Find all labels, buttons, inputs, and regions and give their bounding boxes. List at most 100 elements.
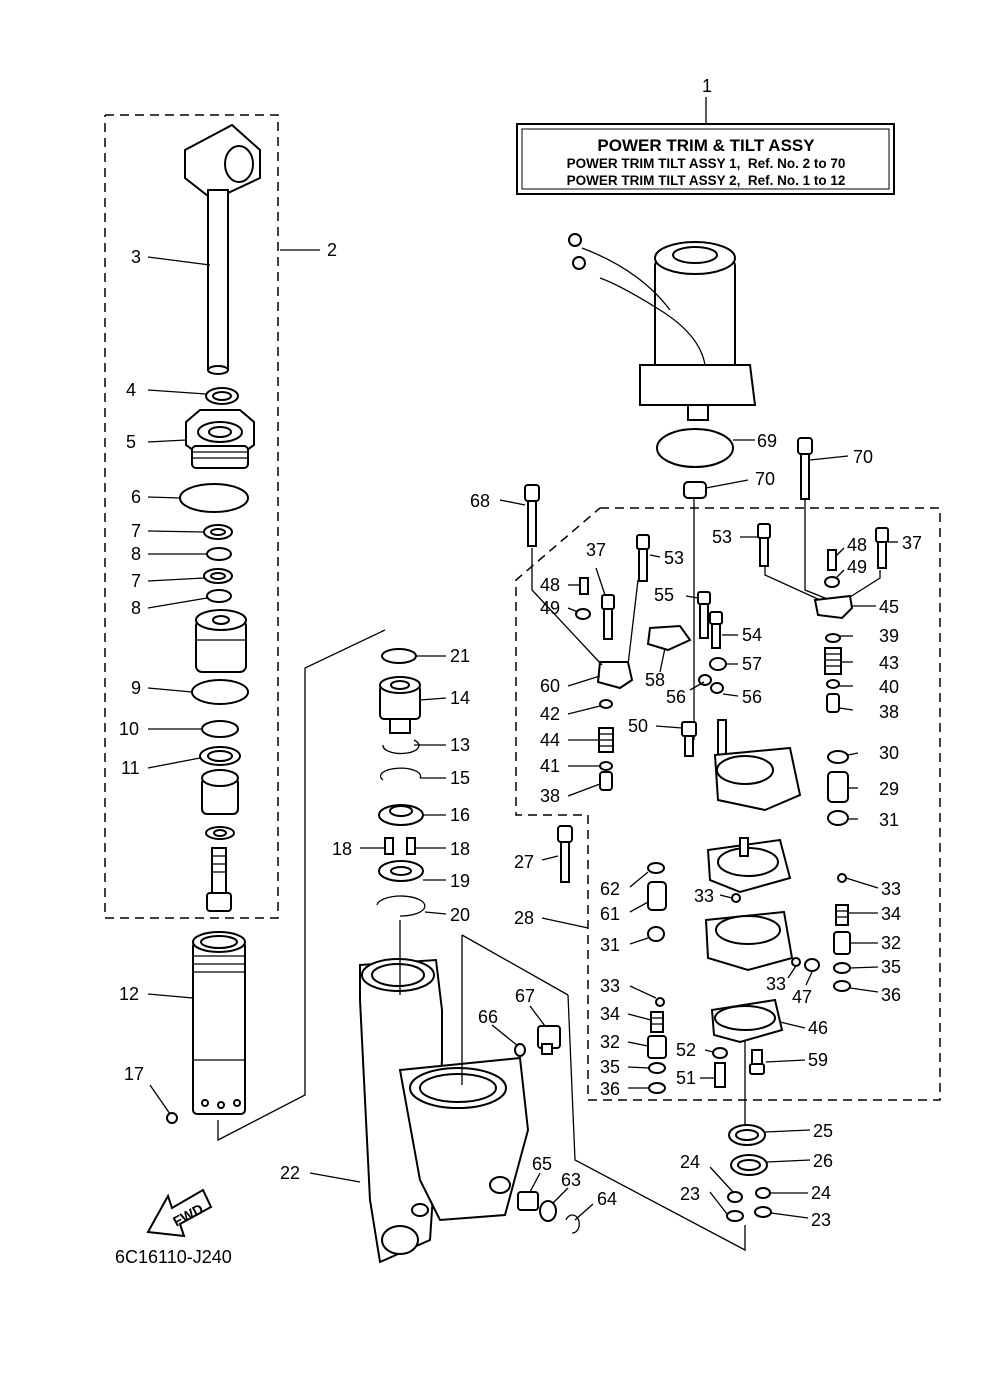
callout: 33 <box>766 974 786 994</box>
callout: 38 <box>879 702 899 722</box>
callout: 16 <box>450 805 470 825</box>
callout: 35 <box>881 957 901 977</box>
callout: 32 <box>881 933 901 953</box>
callout: 7 <box>131 571 141 591</box>
callout: 51 <box>676 1068 696 1088</box>
callout: 52 <box>676 1040 696 1060</box>
callout: 53 <box>712 527 732 547</box>
callout: 43 <box>879 653 899 673</box>
callout: 18 <box>450 839 470 859</box>
callout: 22 <box>280 1163 300 1183</box>
callout: 24 <box>811 1183 831 1203</box>
callout: 28 <box>514 908 534 928</box>
callout: 36 <box>600 1079 620 1099</box>
callout: 36 <box>881 985 901 1005</box>
callout: 64 <box>597 1189 617 1209</box>
callout: 70 <box>755 469 775 489</box>
callout: 48 <box>540 575 560 595</box>
callout: 1 <box>702 76 712 96</box>
callout: 32 <box>600 1032 620 1052</box>
callout: 46 <box>808 1018 828 1038</box>
title-line-2: POWER TRIM TILT ASSY 2, Ref. No. 1 to 12 <box>567 173 846 188</box>
callout: 31 <box>600 935 620 955</box>
callout: 12 <box>119 984 139 1004</box>
callout: 33 <box>600 976 620 996</box>
callout: 35 <box>600 1057 620 1077</box>
callout: 70 <box>853 447 873 467</box>
callout: 49 <box>540 598 560 618</box>
leader-lines <box>147 249 898 1221</box>
callout: 67 <box>515 986 535 1006</box>
callout: 37 <box>586 540 606 560</box>
tilt-cylinder-assy-boundary <box>104 114 279 919</box>
callout: 63 <box>561 1170 581 1190</box>
callout: 66 <box>478 1007 498 1027</box>
callout: 34 <box>881 904 901 924</box>
motor-assembly <box>524 233 831 740</box>
callout: 44 <box>540 730 560 750</box>
callout: 18 <box>332 839 352 859</box>
callout: 10 <box>119 719 139 739</box>
callout: 8 <box>131 598 141 618</box>
callout: 2 <box>327 240 337 260</box>
callout: 54 <box>742 625 762 645</box>
center-parts <box>359 648 580 1264</box>
callout: 49 <box>847 557 867 577</box>
callout: 6 <box>131 487 141 507</box>
fwd-arrow: FWD <box>146 1188 213 1238</box>
callout: 23 <box>680 1184 700 1204</box>
callout: 3 <box>131 247 141 267</box>
assembly-boundaries <box>104 114 941 1101</box>
callout: 47 <box>792 987 812 1007</box>
tilt-rod-assembly <box>166 123 386 1142</box>
callout: 21 <box>450 646 470 666</box>
callout: 48 <box>847 535 867 555</box>
callout: 7 <box>131 521 141 541</box>
callout: 14 <box>450 688 470 708</box>
callout: 17 <box>124 1064 144 1084</box>
callout: 20 <box>450 905 470 925</box>
callout: 45 <box>879 597 899 617</box>
title-heading: POWER TRIM & TILT ASSY <box>597 136 815 155</box>
callout: 13 <box>450 735 470 755</box>
callout-labels: 1 2 3 4 5 6 7 8 7 8 9 10 11 12 17 21 14 … <box>119 76 922 1230</box>
callout: 38 <box>540 786 560 806</box>
callout: 39 <box>879 626 899 646</box>
valve-assy-boundary <box>515 507 941 1101</box>
callout: 59 <box>808 1050 828 1070</box>
drawing-code: 6C16110-J240 <box>115 1247 232 1267</box>
callout: 8 <box>131 544 141 564</box>
callout: 30 <box>879 743 899 763</box>
callout: 15 <box>450 768 470 788</box>
callout: 23 <box>811 1210 831 1230</box>
callout: 55 <box>654 585 674 605</box>
callout: 69 <box>757 431 777 451</box>
callout: 4 <box>126 380 136 400</box>
callout: 60 <box>540 676 560 696</box>
callout: 33 <box>881 879 901 899</box>
callout: 11 <box>121 758 140 778</box>
callout: 56 <box>666 687 686 707</box>
valve-internals <box>531 523 889 1252</box>
callout: 26 <box>813 1151 833 1171</box>
callout: 61 <box>600 904 620 924</box>
callout: 65 <box>532 1154 552 1174</box>
callout: 56 <box>742 687 762 707</box>
callout: 53 <box>664 548 684 568</box>
title-line-1: POWER TRIM TILT ASSY 1, Ref. No. 2 to 70 <box>567 156 846 171</box>
callout: 34 <box>600 1004 620 1024</box>
callout: 24 <box>680 1152 700 1172</box>
callout: 37 <box>902 533 922 553</box>
callout: 31 <box>879 810 899 830</box>
callout: 42 <box>540 704 560 724</box>
callout: 25 <box>813 1121 833 1141</box>
callout: 27 <box>514 852 534 872</box>
callout: 57 <box>742 654 762 674</box>
callout: 33 <box>694 886 714 906</box>
callout: 62 <box>600 879 620 899</box>
callout: 40 <box>879 677 899 697</box>
callout: 50 <box>628 716 648 736</box>
callout: 41 <box>540 756 560 776</box>
callout: 19 <box>450 871 470 891</box>
